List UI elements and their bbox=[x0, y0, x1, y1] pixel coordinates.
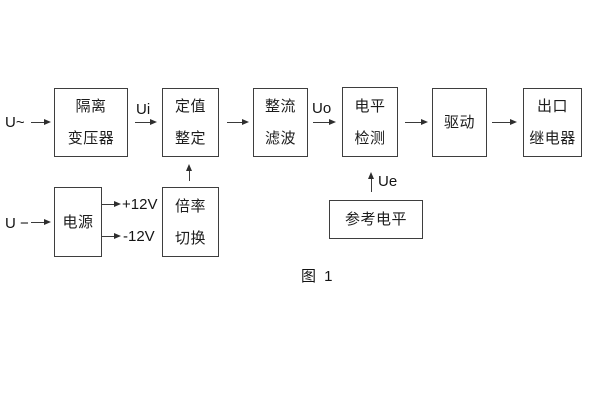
box-output-relay: 出口 继电器 bbox=[523, 88, 582, 157]
box-rectifier-filter: 整流 滤波 bbox=[253, 88, 308, 157]
box-ratio-switch-line2: 切换 bbox=[174, 229, 206, 247]
box-power-supply-label: 电源 bbox=[62, 213, 94, 231]
arrow-up-icon-reference-to-level bbox=[367, 172, 374, 192]
arrow-right-icon-rectifier-to-level bbox=[313, 118, 336, 125]
arrow-right-icon-driver-to-relay bbox=[492, 118, 517, 125]
signal-minus-12v-label: -12V bbox=[123, 228, 155, 245]
arrow-up-icon-ratio-to-setpoint bbox=[185, 164, 192, 181]
arrow-right-icon-transformer-to-setpoint bbox=[135, 118, 157, 125]
signal-ue-label: Ue bbox=[378, 173, 398, 190]
input-dc-label: U − bbox=[5, 215, 29, 232]
box-reference-level: 参考电平 bbox=[329, 200, 423, 239]
arrow-right-icon-udc-to-power bbox=[31, 218, 51, 225]
box-rectifier-filter-line2: 滤波 bbox=[264, 130, 296, 147]
box-level-detector-line1: 电平 bbox=[354, 97, 386, 115]
box-power-supply: 电源 bbox=[54, 187, 102, 257]
signal-ui-label: Ui bbox=[136, 101, 151, 118]
box-level-detector: 电平 检测 bbox=[342, 87, 398, 157]
signal-uo-label: Uo bbox=[312, 100, 332, 117]
box-setpoint-adjust: 定值 整定 bbox=[162, 88, 219, 157]
box-setpoint-adjust-line1: 定值 bbox=[174, 98, 206, 115]
box-level-detector-line2: 检测 bbox=[354, 129, 386, 147]
arrow-right-icon-uac-to-transformer bbox=[31, 118, 51, 125]
box-isolation-transformer: 隔离 变压器 bbox=[54, 88, 128, 157]
arrow-right-icon-setpoint-to-rectifier bbox=[227, 118, 249, 125]
input-ac-label: U~ bbox=[5, 114, 25, 131]
box-setpoint-adjust-line2: 整定 bbox=[174, 130, 206, 147]
signal-plus-12v-label: +12V bbox=[122, 196, 158, 213]
arrow-right-icon-power-to-minus12v bbox=[102, 232, 121, 239]
box-output-relay-line1: 出口 bbox=[536, 98, 568, 115]
box-reference-level-label: 参考电平 bbox=[344, 211, 407, 228]
box-driver-label: 驱动 bbox=[443, 114, 475, 131]
box-driver: 驱动 bbox=[432, 88, 487, 157]
box-ratio-switch-line1: 倍率 bbox=[174, 197, 206, 215]
arrow-right-icon-power-to-plus12v bbox=[102, 200, 121, 207]
arrow-right-icon-level-to-driver bbox=[405, 118, 428, 125]
box-isolation-transformer-line2: 变压器 bbox=[67, 130, 115, 147]
box-isolation-transformer-line1: 隔离 bbox=[75, 98, 107, 115]
box-ratio-switch: 倍率 切换 bbox=[162, 187, 219, 257]
box-output-relay-line2: 继电器 bbox=[529, 130, 576, 147]
box-rectifier-filter-line1: 整流 bbox=[264, 98, 296, 115]
figure-caption: 图 1 bbox=[301, 268, 335, 285]
